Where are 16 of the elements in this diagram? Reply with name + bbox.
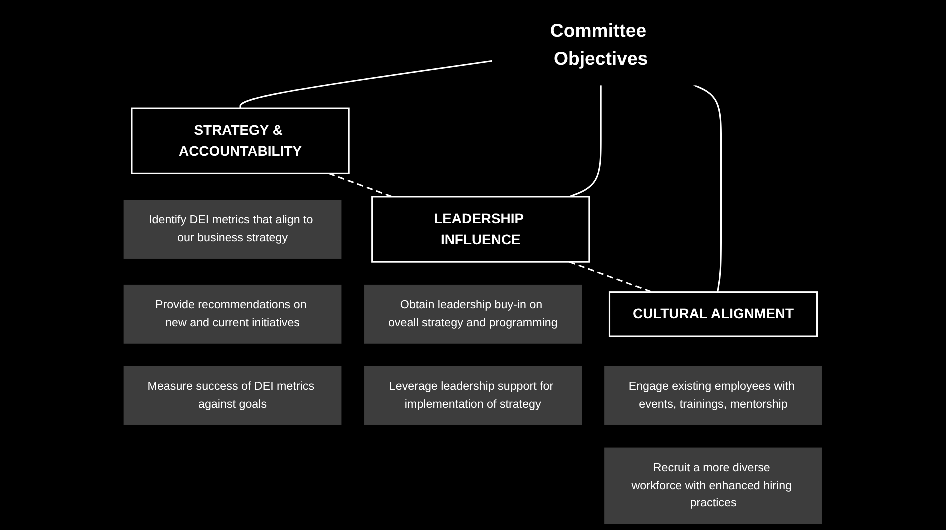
node-box: Provide recommendations on new and current initiatives	[124, 284, 342, 344]
connector	[240, 60, 492, 109]
node-box: CULTURAL ALIGNMENT	[608, 292, 818, 338]
connector	[569, 261, 653, 294]
connector	[694, 84, 722, 292]
node-box: Measure success of DEI metrics against goals	[124, 366, 342, 426]
node-box: Identify DEI metrics that align to our business strategy	[124, 200, 342, 259]
node-box: Leverage leadership support for implementation of strategy	[364, 366, 582, 426]
node-box: Obtain leadership buy-in on oveall strategy and programming	[364, 284, 582, 344]
connector	[569, 85, 602, 198]
node-text: Committee Objectives	[550, 20, 648, 70]
node-box: LEADERSHIP INFLUENCE	[371, 196, 590, 263]
node-box: Engage existing employees with events, trainings, mentorship	[604, 366, 822, 426]
connector	[328, 172, 392, 198]
node-box: STRATEGY & ACCOUNTABILITY	[131, 108, 350, 174]
node-box: Recruit a more diverse workforce with enhanced hiring practices	[604, 448, 822, 524]
